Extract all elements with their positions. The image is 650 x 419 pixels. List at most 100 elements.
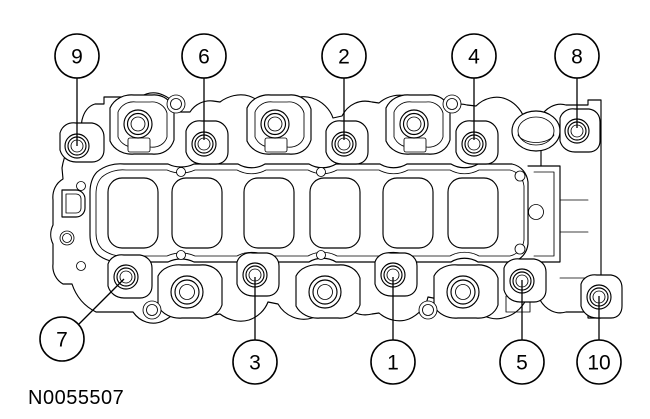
figure-id-label: N0055507 (28, 387, 124, 409)
bolt-boss-lower-4 (503, 258, 547, 303)
large-bore-opening-inner (517, 116, 555, 146)
right-block-section (505, 110, 589, 313)
left-mounting-boss-inner (65, 193, 82, 214)
right-block-outline-offset (533, 171, 555, 257)
bolt-hole-left-lower-inner (119, 270, 133, 284)
rocker-shaft-bore-upper-3-inner (406, 116, 422, 132)
oil-hole-right-upper (514, 170, 526, 182)
callout-6[interactable]: 6 (181, 33, 227, 79)
rocker-shaft-bore-lower-1-inner (179, 284, 195, 300)
port-opening-1 (107, 177, 159, 249)
rocker-tower-upper-1-bolt-inner (170, 98, 182, 110)
port-opening-5 (382, 177, 434, 249)
locating-hole-left-3 (76, 261, 86, 271)
rocker-shaft-bore-lower-3-mid (450, 279, 476, 305)
callout-label-8: 8 (571, 46, 583, 69)
rocker-tower-lower-1-bolt-inner (146, 304, 158, 316)
bolt-hole-group-upper (59, 108, 601, 165)
locating-hole-left-1-inner (62, 233, 72, 243)
callout-label-4: 4 (468, 46, 480, 69)
callout-circle-5[interactable] (499, 339, 545, 385)
oil-hole-upper-2 (316, 167, 326, 177)
callout-7[interactable]: 7 (39, 316, 85, 362)
callout-circle-2[interactable] (321, 33, 367, 79)
oil-hole-lower-2 (316, 250, 326, 260)
rocker-tower-group-lower (142, 264, 499, 320)
large-bore-opening-step (517, 134, 555, 143)
leader-line-7 (78, 278, 125, 325)
locating-hole-left-2 (76, 181, 86, 191)
callout-5[interactable]: 5 (499, 339, 545, 385)
rocker-shaft-bore-upper-1-mid (126, 112, 150, 136)
rocker-tower-upper-1-bolt (166, 94, 186, 114)
port-opening-6 (447, 177, 499, 249)
oil-hole-lower-1 (176, 250, 186, 260)
rocker-shaft-bore-lower-2 (308, 275, 342, 309)
rocker-shaft-bore-lower-3-inner (455, 284, 471, 300)
rocker-tower-upper-1-slot (127, 137, 151, 153)
bolt-boss-upper-3 (325, 120, 369, 165)
rocker-shaft-bore-upper-2-inner (267, 116, 283, 132)
callout-label-5: 5 (516, 352, 528, 375)
callout-3[interactable]: 3 (232, 339, 278, 385)
callout-label-3: 3 (249, 352, 261, 375)
port-opening-2 (171, 177, 223, 249)
rocker-tower-upper-3-bolt-inner (446, 98, 458, 110)
bolt-hole-left-lower-mid (116, 267, 136, 287)
rocker-tower-lower-1 (142, 264, 223, 320)
callout-label-7: 7 (56, 329, 68, 352)
rocker-shaft-bore-upper-2-mid (263, 112, 287, 136)
rocker-tower-upper-3 (385, 94, 462, 155)
dowel-hole-right (528, 204, 544, 220)
callout-circle-4[interactable] (451, 33, 497, 79)
callout-leader-lines (76, 78, 600, 340)
callout-4[interactable]: 4 (451, 33, 497, 79)
rocker-tower-lower-3-bolt-inner (422, 304, 434, 316)
rocker-tower-group-upper (109, 94, 462, 155)
rocker-shaft-bore-upper-3-mid (402, 112, 426, 136)
bolt-boss-right-upper (559, 108, 601, 153)
bolt-boss-lower-3 (374, 252, 418, 297)
port-openings-group (107, 177, 499, 249)
rocker-shaft-bore-upper-1-inner (130, 116, 146, 132)
callout-circle-10[interactable] (576, 339, 622, 385)
callout-10[interactable]: 10 (576, 339, 622, 385)
bolt-boss-right-lower (580, 274, 623, 319)
callout-circle-1[interactable] (370, 339, 416, 385)
left-mounting-boss (61, 189, 86, 218)
callout-9[interactable]: 9 (54, 33, 100, 79)
rocker-shaft-bore-upper-3 (399, 109, 429, 139)
callout-circle-3[interactable] (232, 339, 278, 385)
locating-hole-left-1 (59, 230, 75, 246)
bolt-boss-left-upper (59, 122, 105, 163)
rocker-shaft-bore-lower-1-mid (174, 279, 200, 305)
rocker-tower-upper-3-slot (403, 137, 427, 153)
rocker-shaft-bore-lower-2-mid (312, 279, 338, 305)
bolt-boss-upper-4 (455, 120, 499, 165)
rocker-tower-lower-1-bolt (142, 300, 162, 320)
rocker-tower-upper-3-bolt (442, 94, 462, 114)
rocker-shaft-bore-upper-2 (260, 109, 290, 139)
rocker-tower-lower-3 (418, 264, 499, 320)
rocker-tower-lower-3-bolt (418, 300, 438, 320)
bolt-boss-lower-2 (236, 252, 280, 297)
callout-circle-8[interactable] (554, 33, 600, 79)
callout-label-9: 9 (71, 46, 83, 69)
bolt-boss-left-lower (107, 254, 153, 299)
callout-label-1: 1 (387, 352, 399, 375)
rocker-tower-upper-2 (246, 94, 312, 155)
callout-2[interactable]: 2 (321, 33, 367, 79)
callout-circle-9[interactable] (54, 33, 100, 79)
callout-1[interactable]: 1 (370, 339, 416, 385)
callout-circle-7[interactable] (39, 316, 85, 362)
callout-label-6: 6 (198, 46, 210, 69)
callout-8[interactable]: 8 (554, 33, 600, 79)
callout-label-10: 10 (587, 352, 610, 375)
callout-circle-6[interactable] (181, 33, 227, 79)
rocker-tower-upper-1 (109, 94, 186, 155)
cylinder-head-casting (50, 92, 623, 324)
callout-balloons: 9 6 2 4 8 7 3 1 5 10 (39, 33, 622, 385)
rocker-shaft-bore-upper-1 (123, 109, 153, 139)
